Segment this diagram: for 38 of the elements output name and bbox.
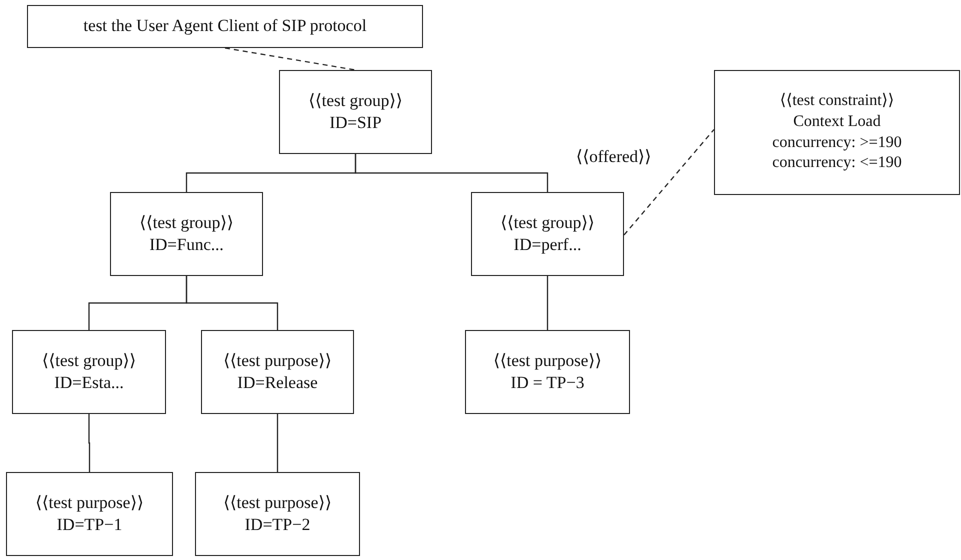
stereotype-label: ⟨⟨test purpose⟩⟩ <box>223 492 332 514</box>
class-box <box>201 330 354 414</box>
class-box <box>279 70 432 154</box>
node-text: ID = TP−3 <box>510 372 584 394</box>
class-box <box>110 192 263 276</box>
stereotype-label: ⟨⟨test constraint⟩⟩ <box>780 90 894 111</box>
class-box <box>471 192 624 276</box>
stereotype-label: ⟨⟨test purpose⟩⟩ <box>35 492 144 514</box>
stereotype-label: ⟨⟨test purpose⟩⟩ <box>493 350 602 372</box>
connector-line <box>276 414 278 472</box>
stereotype-label: ⟨⟨test purpose⟩⟩ <box>223 350 332 372</box>
note-box <box>27 5 423 48</box>
node-text: ID=SIP <box>329 112 382 134</box>
stereotype-label: ⟨⟨test group⟩⟩ <box>308 90 403 112</box>
node-text: ID=Release <box>237 372 318 394</box>
node-text: ID=Func... <box>149 234 224 256</box>
class-box <box>465 330 630 414</box>
connector-line <box>354 154 548 192</box>
class-box <box>12 330 166 414</box>
node-text: ID=Esta... <box>54 372 124 394</box>
stereotype-label: ⟨⟨test group⟩⟩ <box>139 212 234 234</box>
class-box <box>195 472 360 556</box>
node-text: concurrency: <=190 <box>772 153 902 174</box>
connector-line <box>88 414 90 472</box>
node-text: Context Load <box>793 112 881 132</box>
node-text: ID=TP−1 <box>56 514 122 536</box>
connector-line <box>546 276 548 330</box>
node-text: test the User Agent Client of SIP protocol <box>83 15 367 38</box>
node-text: ID=perf... <box>514 234 582 256</box>
dashed-connector <box>224 47 356 71</box>
dashed-connector <box>624 129 714 236</box>
class-box <box>6 472 173 556</box>
node-text: ID=TP−2 <box>244 514 310 536</box>
node-text: concurrency: >=190 <box>772 132 902 152</box>
connector-line <box>186 276 278 330</box>
constraint-box <box>714 70 960 195</box>
stereotype-label: ⟨⟨test group⟩⟩ <box>500 212 595 234</box>
stereotype-label: ⟨⟨test group⟩⟩ <box>42 350 136 372</box>
